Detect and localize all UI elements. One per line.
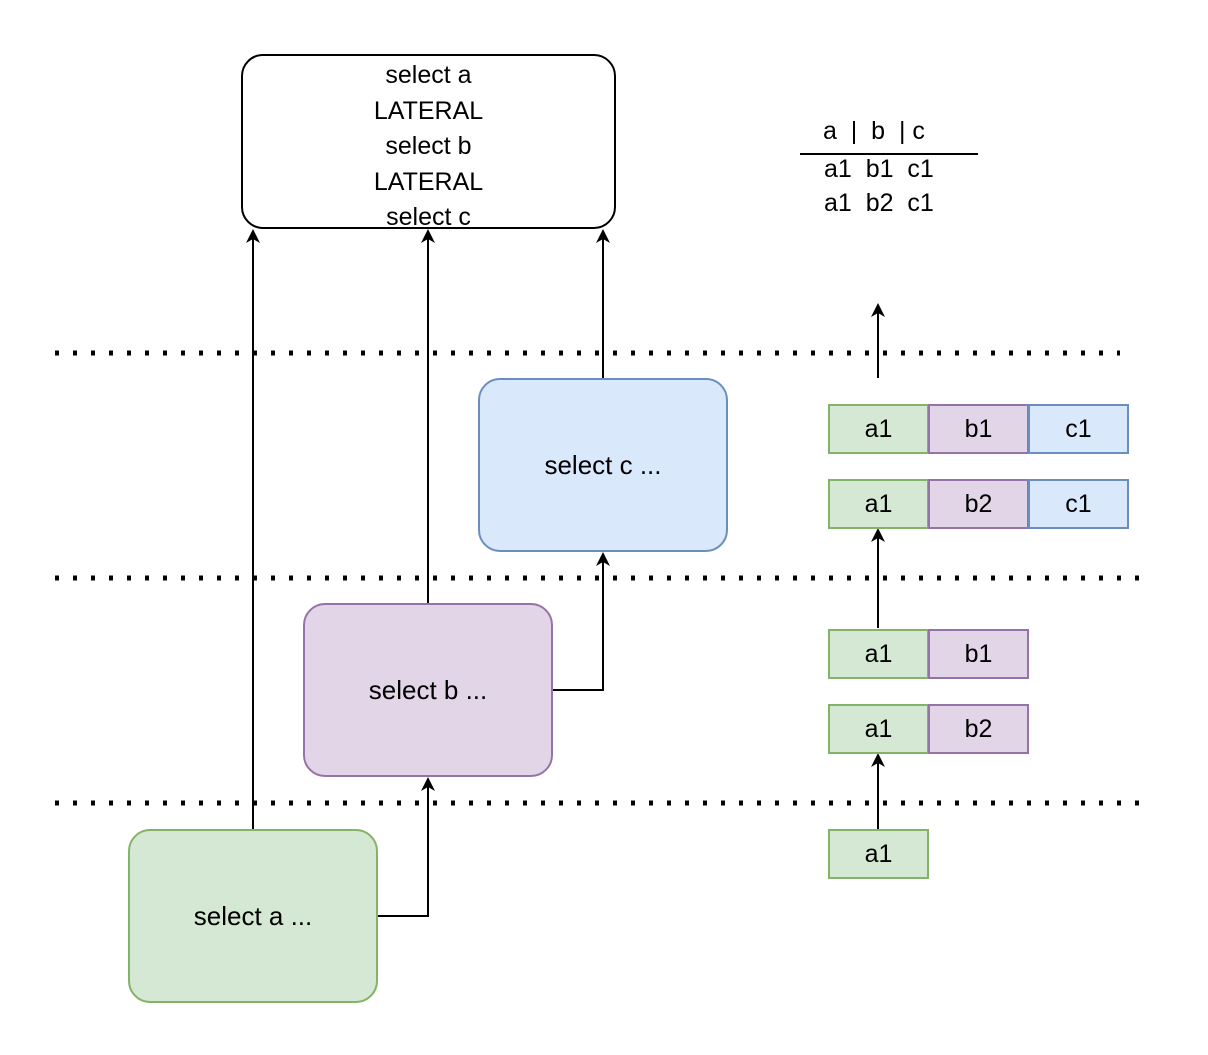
row-c1-cell-c: c1	[1028, 404, 1129, 454]
result-row-1: a1 b1 c1	[824, 155, 934, 183]
row-a1-cell-a: a1	[828, 829, 929, 879]
row-b1-cell-b: b1	[928, 629, 1029, 679]
subquery-a-label: select a ...	[193, 900, 313, 931]
row-b2-cell-b: b2	[928, 704, 1029, 754]
lateral-query-box: select a LATERAL select b LATERAL select…	[241, 54, 616, 231]
result-row-2: a1 b2 c1	[824, 189, 934, 217]
row-c2-cell-a: a1	[828, 479, 929, 529]
subquery-b-box: select b ...	[303, 603, 553, 777]
query-line-3: select b	[385, 132, 472, 160]
query-line-2: LATERAL	[373, 96, 484, 125]
result-header: a | b | c	[823, 117, 925, 145]
subquery-c-box: select c ...	[478, 378, 728, 552]
subquery-c-label: select c ...	[544, 449, 662, 480]
subquery-a-box: select a ...	[128, 829, 378, 1003]
row-c2-cell-b: b2	[928, 479, 1029, 529]
row-c2-cell-c: c1	[1028, 479, 1129, 529]
row-c1-cell-a: a1	[828, 404, 929, 454]
arrow-a-to-b	[378, 777, 435, 917]
query-line-4: LATERAL	[373, 167, 484, 196]
row-b2-cell-a: a1	[828, 704, 929, 754]
row-b1-cell-a: a1	[828, 629, 929, 679]
subquery-b-label: select b ...	[368, 674, 488, 705]
arrow-b-to-c	[553, 552, 610, 691]
query-line-1: select a	[385, 61, 472, 89]
query-line-5: select c	[386, 203, 471, 231]
row-c1-cell-b: b1	[928, 404, 1029, 454]
